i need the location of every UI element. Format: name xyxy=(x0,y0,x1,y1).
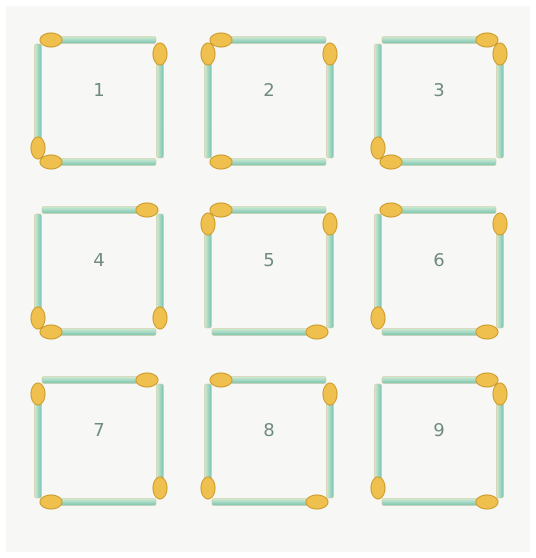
matchstick-right-square-7 xyxy=(153,384,167,499)
square-number-label: 2 xyxy=(263,80,274,101)
match-head-icon xyxy=(493,43,507,65)
square-number-label: 3 xyxy=(433,80,444,101)
matchstick-right-square-3 xyxy=(493,43,507,158)
matchstick-right-square-4 xyxy=(153,214,167,329)
matchstick-bottom-square-5 xyxy=(212,325,328,339)
match-head-icon xyxy=(323,383,337,405)
matchstick-left-square-9 xyxy=(371,384,385,499)
match-head-icon xyxy=(380,203,402,217)
matchstick-left-square-1 xyxy=(31,44,45,159)
matchstick-left-square-5 xyxy=(201,213,215,328)
matchstick-top-square-5 xyxy=(210,203,326,217)
match-head-icon xyxy=(476,495,498,509)
match-head-icon xyxy=(31,137,45,159)
square-number-label: 6 xyxy=(433,250,444,271)
match-head-icon xyxy=(31,383,45,405)
matchstick-bottom-square-7 xyxy=(40,495,156,509)
match-head-icon xyxy=(476,33,498,47)
match-head-icon xyxy=(306,495,328,509)
square-number-label: 4 xyxy=(93,250,104,271)
square-number-label: 7 xyxy=(93,420,104,441)
match-head-icon xyxy=(153,307,167,329)
matchstick-top-square-9 xyxy=(382,373,498,387)
match-head-icon xyxy=(371,477,385,499)
match-head-icon xyxy=(31,307,45,329)
match-head-icon xyxy=(40,33,62,47)
match-head-icon xyxy=(306,325,328,339)
match-head-icon xyxy=(40,495,62,509)
matchstick-left-square-2 xyxy=(201,43,215,158)
square-number-label: 5 xyxy=(263,250,274,271)
match-head-icon xyxy=(476,325,498,339)
match-head-icon xyxy=(476,373,498,387)
match-head-icon xyxy=(201,213,215,235)
square-number-label: 1 xyxy=(93,80,104,101)
match-head-icon xyxy=(323,43,337,65)
match-head-icon xyxy=(153,477,167,499)
square-number-label: 9 xyxy=(433,420,444,441)
match-head-icon xyxy=(40,155,62,169)
matchstick-top-square-4 xyxy=(42,203,158,217)
matchstick-bottom-square-3 xyxy=(380,155,496,169)
matchstick-top-square-7 xyxy=(42,373,158,387)
match-head-icon xyxy=(371,307,385,329)
match-head-icon xyxy=(371,137,385,159)
matchstick-right-square-8 xyxy=(323,383,337,498)
matchstick-top-square-8 xyxy=(210,373,326,387)
matchstick-squares-figure: 1 2 3 4 5 6 7 8 9 xyxy=(6,6,530,552)
match-head-icon xyxy=(380,155,402,169)
matchstick-top-square-2 xyxy=(210,33,326,47)
matchstick-left-square-7 xyxy=(31,383,45,498)
match-head-icon xyxy=(40,325,62,339)
match-head-icon xyxy=(323,213,337,235)
matchstick-bottom-square-6 xyxy=(382,325,498,339)
square-number-label: 8 xyxy=(263,420,274,441)
match-head-icon xyxy=(210,33,232,47)
match-head-icon xyxy=(210,373,232,387)
match-head-icon xyxy=(201,43,215,65)
match-head-icon xyxy=(201,477,215,499)
matchstick-top-square-6 xyxy=(380,203,496,217)
match-head-icon xyxy=(136,203,158,217)
match-head-icon xyxy=(136,373,158,387)
matchstick-left-square-3 xyxy=(371,44,385,159)
match-head-icon xyxy=(210,155,232,169)
matchstick-top-square-3 xyxy=(382,33,498,47)
matchstick-bottom-square-2 xyxy=(210,155,326,169)
matchstick-puzzle-board: 1 2 3 4 5 6 7 8 9 xyxy=(6,6,530,552)
matchstick-right-square-5 xyxy=(323,213,337,328)
matchstick-right-square-1 xyxy=(153,43,167,158)
matchstick-bottom-square-4 xyxy=(40,325,156,339)
matchstick-top-square-1 xyxy=(40,33,156,47)
matchstick-left-square-8 xyxy=(201,384,215,499)
match-head-icon xyxy=(210,203,232,217)
matchstick-right-square-6 xyxy=(493,213,507,328)
match-head-icon xyxy=(493,383,507,405)
matchstick-right-square-9 xyxy=(493,383,507,498)
matchstick-right-square-2 xyxy=(323,43,337,158)
matchstick-bottom-square-1 xyxy=(40,155,156,169)
matchstick-left-square-4 xyxy=(31,214,45,329)
matchstick-bottom-square-8 xyxy=(212,495,328,509)
match-head-icon xyxy=(153,43,167,65)
match-head-icon xyxy=(493,213,507,235)
matchstick-left-square-6 xyxy=(371,214,385,329)
matchstick-bottom-square-9 xyxy=(382,495,498,509)
